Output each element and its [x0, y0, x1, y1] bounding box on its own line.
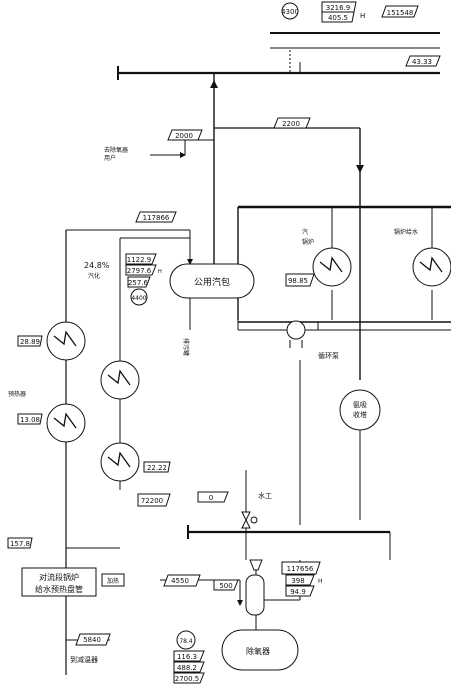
exchanger-left-2 — [46, 403, 86, 443]
svg-text:除氧器: 除氧器 — [246, 646, 270, 656]
svg-text:4400: 4400 — [131, 295, 146, 302]
drum-side-label: 排污罐 — [182, 338, 190, 356]
lower-header — [187, 470, 391, 560]
drum-label: 公用汽包 — [194, 276, 230, 288]
bottom-data-stack: 78.4 116.3 488.2 2700.5 — [173, 630, 205, 684]
svg-text:398: 398 — [291, 577, 304, 585]
steam-riser-lines — [150, 73, 364, 380]
top-circle-value: 4300 — [281, 8, 299, 16]
exchanger-right-1 — [312, 247, 352, 287]
exchanger-mid-1 — [100, 360, 140, 400]
convection-coil-box: 对流段锅炉 给水预热盘管 — [21, 567, 97, 597]
tag-0: 0 — [197, 491, 229, 503]
svg-text:给水预热盘管: 给水预热盘管 — [35, 584, 83, 594]
svg-text:氨吸: 氨吸 — [353, 400, 367, 409]
svg-text:4550: 4550 — [171, 577, 189, 585]
top-flow-bottom: 405.5 — [328, 14, 348, 22]
svg-text:28.89: 28.89 — [20, 338, 40, 346]
svg-text:2000: 2000 — [175, 132, 193, 140]
pump-label: 循环泵 — [318, 351, 339, 360]
svg-text:2200: 2200 — [282, 120, 300, 128]
svg-text:0: 0 — [209, 494, 213, 502]
svg-text:78.4: 78.4 — [179, 638, 193, 645]
exchanger-mid-2 — [100, 442, 140, 482]
tag-117656: 117656 398 H 94.9 — [281, 561, 323, 597]
tag-2000: 2000 — [167, 129, 203, 141]
small-heat-box: 加热 — [101, 573, 125, 587]
svg-text:1122.9: 1122.9 — [127, 256, 152, 264]
left-steam-label-2: 用户 — [104, 154, 116, 162]
svg-text:收塔: 收塔 — [353, 410, 367, 419]
svg-text:22.22: 22.22 — [147, 464, 167, 472]
svg-text:对流段锅炉: 对流段锅炉 — [39, 572, 79, 582]
svg-text:H: H — [158, 269, 162, 275]
svg-text:500: 500 — [219, 582, 232, 590]
top-right-value: 151548 — [387, 9, 414, 17]
svg-text:117866: 117866 — [143, 214, 170, 222]
tag-28-89: 28.89 — [17, 335, 43, 347]
tag-500: 500 — [213, 579, 239, 591]
tag-98-85: 98.85 — [285, 273, 315, 287]
right-label-2: 锅炉给水 — [394, 228, 418, 236]
tag-22-22: 22.22 — [143, 461, 171, 473]
top-flow-tag: 3216.9 405.5 H — [321, 1, 365, 23]
tag-13-08: 13.08 — [17, 413, 43, 425]
deaerator: 除氧器 — [160, 559, 301, 671]
tag-2200: 2200 — [273, 117, 311, 129]
exchanger-left-1 — [46, 321, 86, 361]
svg-text:488.2: 488.2 — [177, 664, 197, 672]
ammonia-tower: 氨吸 收塔 — [339, 389, 381, 520]
valve — [241, 511, 258, 529]
top-circle-tag: 4300 — [281, 2, 299, 20]
right-label-1a: 锅炉 — [302, 238, 314, 246]
left-steam-label-1: 去除氧器 — [104, 146, 128, 154]
svg-text:117656: 117656 — [287, 565, 314, 573]
svg-text:H: H — [318, 578, 323, 585]
circulation-pump — [286, 320, 451, 348]
to-desuperheater-label: 到减温器 — [70, 655, 98, 664]
tag-117866: 117866 — [135, 211, 177, 223]
svg-text:加热: 加热 — [107, 577, 119, 585]
svg-text:98.85: 98.85 — [288, 277, 308, 285]
right-header — [237, 205, 451, 323]
svg-text:2700.5: 2700.5 — [175, 675, 200, 683]
water-label: 水工 — [258, 491, 272, 500]
right-label-1b: 汽 — [302, 228, 308, 236]
vaporize-label: 汽化 — [88, 272, 100, 280]
preheater-label: 预热器 — [8, 390, 26, 398]
tag-4550: 4550 — [163, 574, 201, 587]
steam-drum: 公用汽包 — [169, 263, 290, 331]
svg-text:5840: 5840 — [83, 636, 101, 644]
top-flow-top: 3216.9 — [326, 4, 351, 12]
tag-5840: 5840 — [75, 633, 111, 646]
header-right-value: 43.33 — [412, 58, 432, 66]
svg-text:94.9: 94.9 — [290, 588, 306, 596]
svg-text:157.8: 157.8 — [10, 540, 30, 548]
tag-72200: 72200 — [137, 493, 171, 507]
top-right-tag: 151548 — [381, 5, 419, 18]
tag-157-8: 157.8 — [7, 537, 33, 549]
header-right-tag: 43.33 — [405, 55, 441, 67]
svg-text:257.6: 257.6 — [128, 279, 149, 287]
svg-text:72200: 72200 — [141, 497, 163, 505]
top-h-label: H — [360, 12, 365, 20]
exchanger-right-2 — [412, 247, 451, 287]
vaporize-percent: 24.8% — [84, 261, 110, 270]
svg-text:2797.6: 2797.6 — [127, 267, 152, 275]
svg-text:13.08: 13.08 — [20, 416, 40, 424]
drum-data-tags: 1122.9 2797.6 H 257.6 4400 — [125, 253, 162, 306]
top-steam-header — [117, 32, 440, 80]
svg-text:116.3: 116.3 — [177, 653, 197, 661]
